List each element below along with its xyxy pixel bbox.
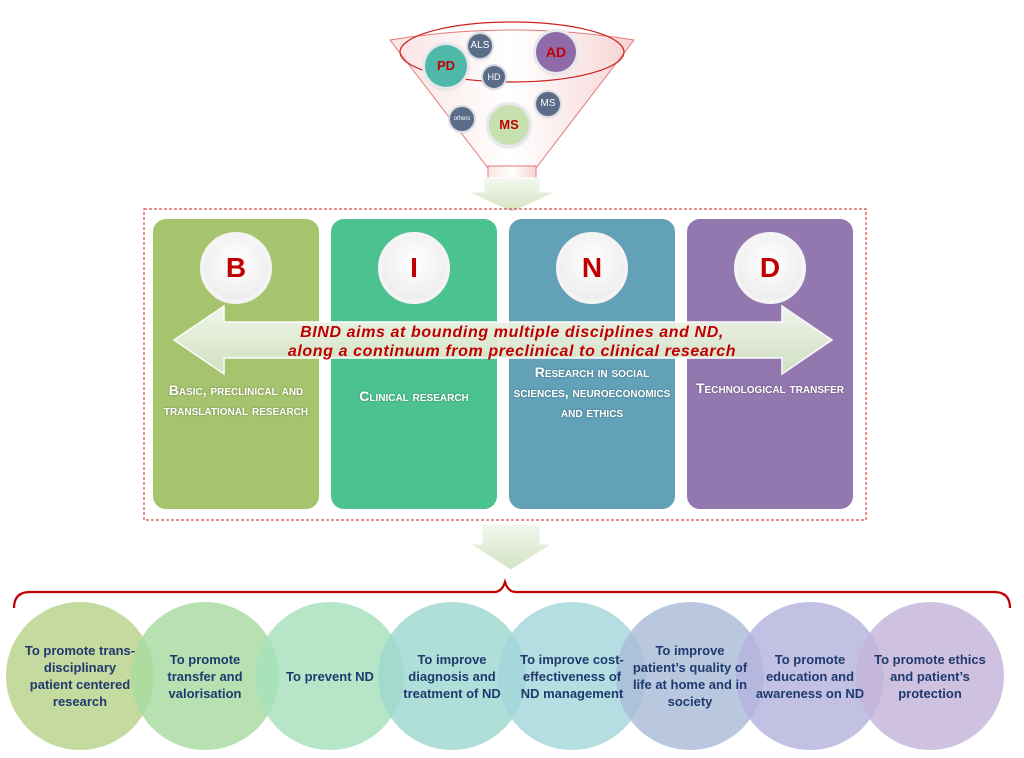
goal-text-4: To improve diagnosis and treatment of ND <box>403 651 501 701</box>
disease-bubble-pd: PD <box>425 45 467 87</box>
goal-text-6: To improve patient’s quality of life at … <box>632 643 748 709</box>
pillar-i-panel <box>329 217 499 511</box>
goal-circle-1 <box>6 602 154 750</box>
goal-text-5: To improve cost-effectiveness of ND mana… <box>520 651 624 701</box>
pillar-b-panel <box>151 217 321 511</box>
goal-text-1: To promote trans-disciplinary patient ce… <box>24 643 136 709</box>
disease-bubble-als: ALS <box>468 34 492 58</box>
goal-text-7: To promote education and awareness on ND <box>755 651 865 701</box>
pillar-b-badge <box>200 232 272 304</box>
goal-text-2: To promote transfer and valorisation <box>167 651 243 701</box>
disease-bubble-ms: MS <box>489 105 529 145</box>
pillar-i-badge <box>378 232 450 304</box>
goal-circle-6 <box>616 602 764 750</box>
pillar-b-text: Basic, preclinical and translational res… <box>163 382 309 418</box>
frame-down-arrow <box>468 523 554 571</box>
goal-circle-2 <box>131 602 279 750</box>
goal-circle-3 <box>256 602 404 750</box>
goals-bracket <box>12 578 1012 609</box>
pillar-d-text: Technological transfer <box>696 380 844 396</box>
disease-bubble-others: others <box>450 107 474 131</box>
disease-bubble-ad: AD <box>536 32 576 72</box>
goal-text-3: To prevent ND <box>286 668 374 684</box>
funnel-rim <box>399 21 625 83</box>
pillar-i-letter: I <box>410 252 418 283</box>
pillar-n-badge <box>556 232 628 304</box>
banner-line-2: along a continuum from preclinical to cl… <box>287 343 737 360</box>
pillar-d-letter: D <box>759 252 781 283</box>
funnel-down-arrow <box>467 177 557 213</box>
pillar-d-panel <box>685 217 855 511</box>
goal-circle-4 <box>378 602 526 750</box>
goal-circle-5 <box>498 602 646 750</box>
pillars-frame <box>143 208 867 521</box>
pillar-b-letter: B <box>225 252 247 283</box>
goal-text-8: To promote ethics and patient’s protecti… <box>874 651 986 701</box>
pillar-d-badge <box>734 232 806 304</box>
goal-circle-7 <box>736 602 884 750</box>
pillar-n-letter: N <box>581 252 603 283</box>
pillar-n-text: Research in social sciences, neuroeconom… <box>513 364 671 420</box>
double-arrow <box>172 304 834 376</box>
goal-circle-8 <box>856 602 1004 750</box>
disease-bubble-ms: MS <box>536 92 560 116</box>
disease-bubble-hd: HD <box>483 66 505 88</box>
pillar-i-text: Clinical research <box>359 388 469 404</box>
pillar-n-panel <box>507 217 677 511</box>
funnel-body <box>389 29 635 169</box>
banner-line-1: BIND aims at bounding multiple disciplin… <box>300 324 724 341</box>
